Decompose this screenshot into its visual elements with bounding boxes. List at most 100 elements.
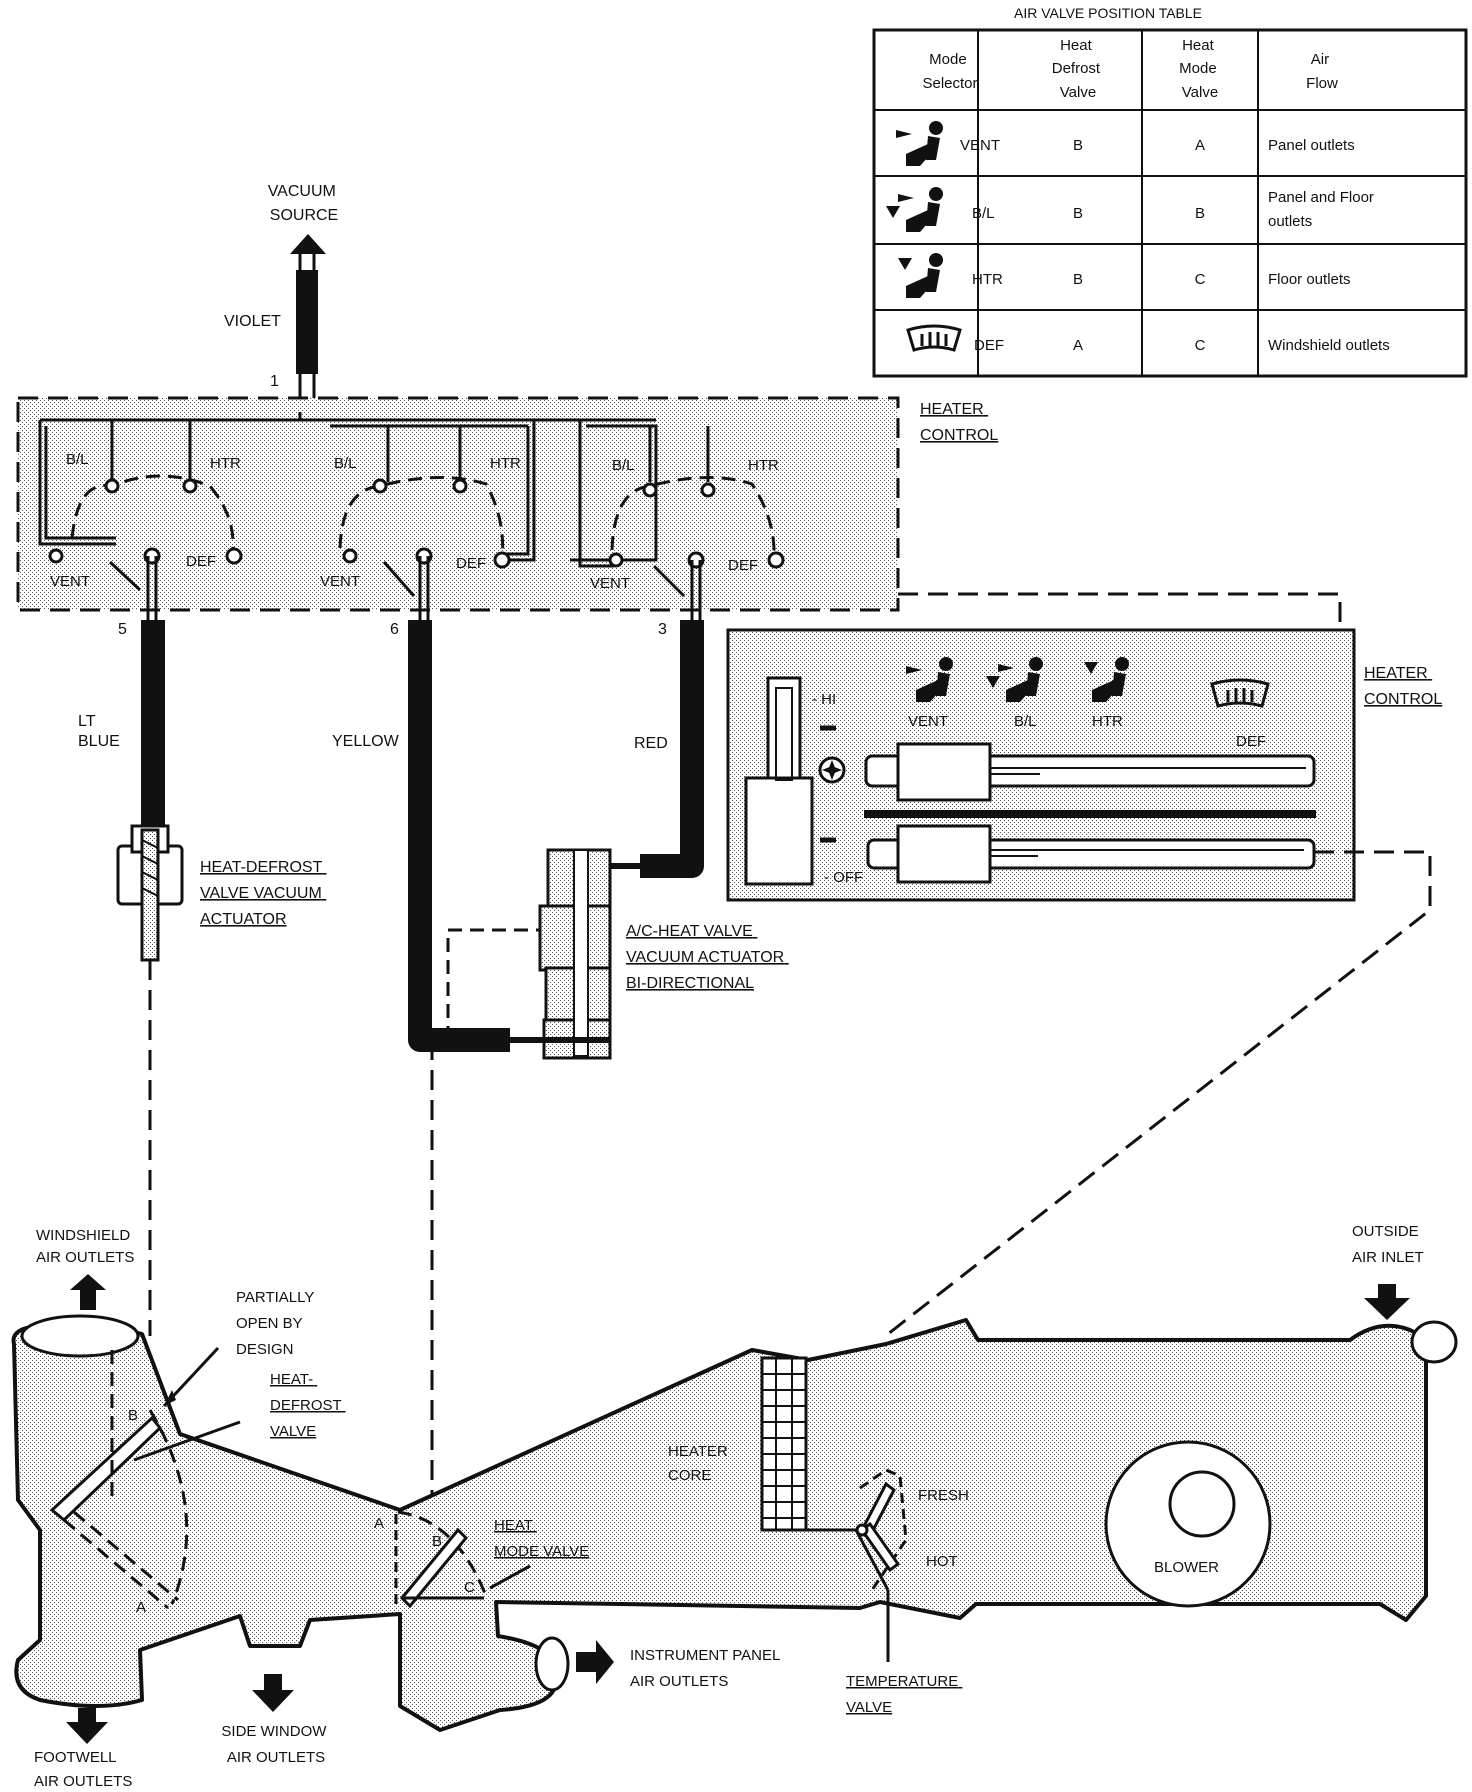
table-header-airflow-1: Air: [1311, 51, 1329, 68]
svg-text:WINDSHIELD AIR OUTLETS: WINDSHIELD AIR OUTLETS: [36, 1227, 134, 1266]
air-valve-position-table: AIR VALVE POSITION TABLE Mode Selector H…: [872, 5, 1468, 378]
table-row-flow: Windshield outlets: [1268, 337, 1390, 354]
heat-defrost-valve-label: DEFROST: [270, 1397, 342, 1414]
vacuum-source-label: VACUUM: [268, 183, 336, 200]
table-row-defrost: B: [1073, 271, 1083, 288]
svg-text:HEATER CONTROL: HEATER CONTROL: [920, 401, 998, 444]
blower-hub: [1168, 1470, 1236, 1538]
position-htr-label: HTR: [490, 455, 521, 472]
hot-label: HOT: [926, 1553, 958, 1570]
port-5-label: 5: [118, 621, 127, 638]
defrost-windshield-icon: [906, 324, 962, 352]
mode-valve-b-label: B: [432, 1533, 442, 1550]
table-header-modevalve-3: Valve: [1182, 84, 1218, 101]
fan-icon: [818, 756, 846, 784]
windshield-outlets-label: WINDSHIELD: [36, 1227, 130, 1244]
table-title: AIR VALVE POSITION TABLE: [1014, 5, 1202, 21]
heat-defrost-actuator: HEAT-DEFROST VALVE VACUUM ACTUATOR: [116, 824, 323, 962]
up-arrow-icon: [70, 1274, 106, 1310]
partially-open-label: OPEN BY: [236, 1315, 303, 1332]
table-header-mode-2: Selector: [922, 75, 977, 92]
partially-open-label: DESIGN: [236, 1341, 294, 1358]
table-row-flow: Panel outlets: [1268, 137, 1355, 154]
position-vent-label: VENT: [50, 573, 90, 590]
table-row-defrost: A: [1073, 337, 1083, 354]
table-header-mode-1: Mode: [929, 51, 967, 68]
heat-defrost-valve-label: VALVE: [270, 1423, 316, 1440]
footwell-outlets-label: AIR OUTLETS: [34, 1773, 132, 1790]
heater-control-label: CONTROL: [920, 427, 998, 444]
svg-text:PARTIALLY OPEN BY: PARTIALLY OPEN BY DESIGN: [236, 1289, 318, 1358]
instrument-panel-outlets-label: INSTRUMENT PANEL: [630, 1647, 780, 1664]
windshield-outlets-label: AIR OUTLETS: [36, 1249, 134, 1266]
table-row-modevalve: B: [1195, 205, 1205, 222]
fan-hi-label: - HI: [812, 691, 836, 708]
svg-text:Heat Defrost Valve: Heat Defrost Valve: [1052, 37, 1105, 101]
heater-mode-icon: [1084, 657, 1129, 702]
svg-text:SIDE WINDOW AIR OUTLETS: SIDE WINDOW AIR OUTLETS: [221, 1723, 330, 1766]
mode-lever-knob: [896, 742, 992, 802]
bilevel-mode-icon: [986, 657, 1043, 702]
footwell-outlets-label: FOOTWELL: [34, 1749, 116, 1766]
side-window-outlets-label: SIDE WINDOW: [221, 1723, 327, 1740]
yellow-hose: [408, 620, 510, 1052]
outside-air-inlet-label: AIR INLET: [1352, 1249, 1424, 1266]
vacuum-hoses: 5 6 3 LT BLUE YELLOW RED: [78, 620, 704, 1052]
vent-mode-icon: [906, 657, 953, 702]
table-row-defrost: B: [1073, 137, 1083, 154]
vent-seat-icon: [896, 121, 943, 166]
table-header-defrost-3: Valve: [1060, 84, 1096, 101]
down-arrow-icon: [66, 1708, 108, 1744]
blower-label: BLOWER: [1154, 1559, 1219, 1576]
position-vent-label: VENT: [590, 575, 630, 592]
svg-text:A/C-HEAT VALVE VACUUM AC: A/C-HEAT VALVE VACUUM ACTUATOR BI-DIRECT…: [626, 923, 789, 992]
svg-text:HEAT MODE VALVE: HEAT MODE VALVE: [494, 1517, 589, 1560]
heater-core-label: CORE: [668, 1467, 711, 1484]
lt-blue-hose: [141, 620, 165, 826]
side-window-outlets-label: AIR OUTLETS: [227, 1749, 325, 1766]
valve-b-label: B: [128, 1407, 138, 1424]
svg-text:OUTSIDE AIR INLET: OUTSIDE AIR INLET: [1352, 1223, 1424, 1266]
svg-text:TEMPERATURE VALVE: TEMPERATURE VALVE: [846, 1673, 962, 1716]
table-row-modevalve: C: [1195, 271, 1206, 288]
table-row-modevalve: A: [1195, 137, 1205, 154]
svg-text:HEATER CONTROL: HEATER CONTROL: [1364, 665, 1442, 708]
position-def-label: DEF: [456, 555, 486, 572]
instrument-panel-outlets-label: AIR OUTLETS: [630, 1673, 728, 1690]
lt-blue-hose-label: BLUE: [78, 733, 120, 750]
position-bl-label: B/L: [334, 455, 357, 472]
position-bl-label: B/L: [66, 451, 89, 468]
port-1-label: 1: [270, 373, 279, 390]
ac-heat-actuator: A/C-HEAT VALVE VACUUM ACTUATOR BI-DIRECT…: [446, 848, 789, 1060]
air-duct-system: WINDSHIELD AIR OUTLETS B A PARTIALLY OPE…: [11, 1223, 1458, 1790]
mode-valve-a-label: A: [374, 1515, 384, 1532]
port-3-label: 3: [658, 621, 667, 638]
heater-core: [760, 1356, 808, 1532]
red-hose: [640, 620, 704, 878]
table-row-flow: Panel and Floor: [1268, 189, 1374, 206]
table-row-mode: B/L: [972, 205, 995, 222]
svg-text:HEAT- DEFROST VALV: HEAT- DEFROST VALVE: [270, 1371, 346, 1440]
violet-hose: [296, 270, 318, 374]
temp-lever-knob: [896, 824, 992, 884]
svg-text:Heat Mode Valve: Heat Mode Valve: [1179, 37, 1221, 101]
mode-htr-label: HTR: [1092, 713, 1123, 730]
table-row-mode: HTR: [972, 271, 1003, 288]
ac-heat-actuator-label: A/C-HEAT VALVE: [626, 923, 753, 940]
position-htr-label: HTR: [748, 457, 779, 474]
svg-text:Mode Selector: Mode Selector: [922, 51, 977, 92]
svg-text:FOOTWELL AIR OUTLETS: FOOTWELL AIR OUTLETS: [34, 1749, 132, 1790]
position-vent-label: VENT: [320, 573, 360, 590]
table-row-flow: Floor outlets: [1268, 271, 1351, 288]
table-header-defrost-2: Defrost: [1052, 60, 1101, 77]
svg-text:VACUUM SOURCE: VACUUM SOURCE: [268, 183, 341, 224]
partially-open-label: PARTIALLY: [236, 1289, 314, 1306]
table-header-defrost-1: Heat: [1060, 37, 1093, 54]
fan-switch: [744, 776, 814, 886]
svg-text:LT BLUE: LT BLUE: [78, 713, 120, 750]
down-arrow-icon: [1364, 1284, 1410, 1320]
position-def-label: DEF: [728, 557, 758, 574]
heater-control-label: HEATER: [920, 401, 984, 418]
yellow-hose-label: YELLOW: [332, 733, 400, 750]
